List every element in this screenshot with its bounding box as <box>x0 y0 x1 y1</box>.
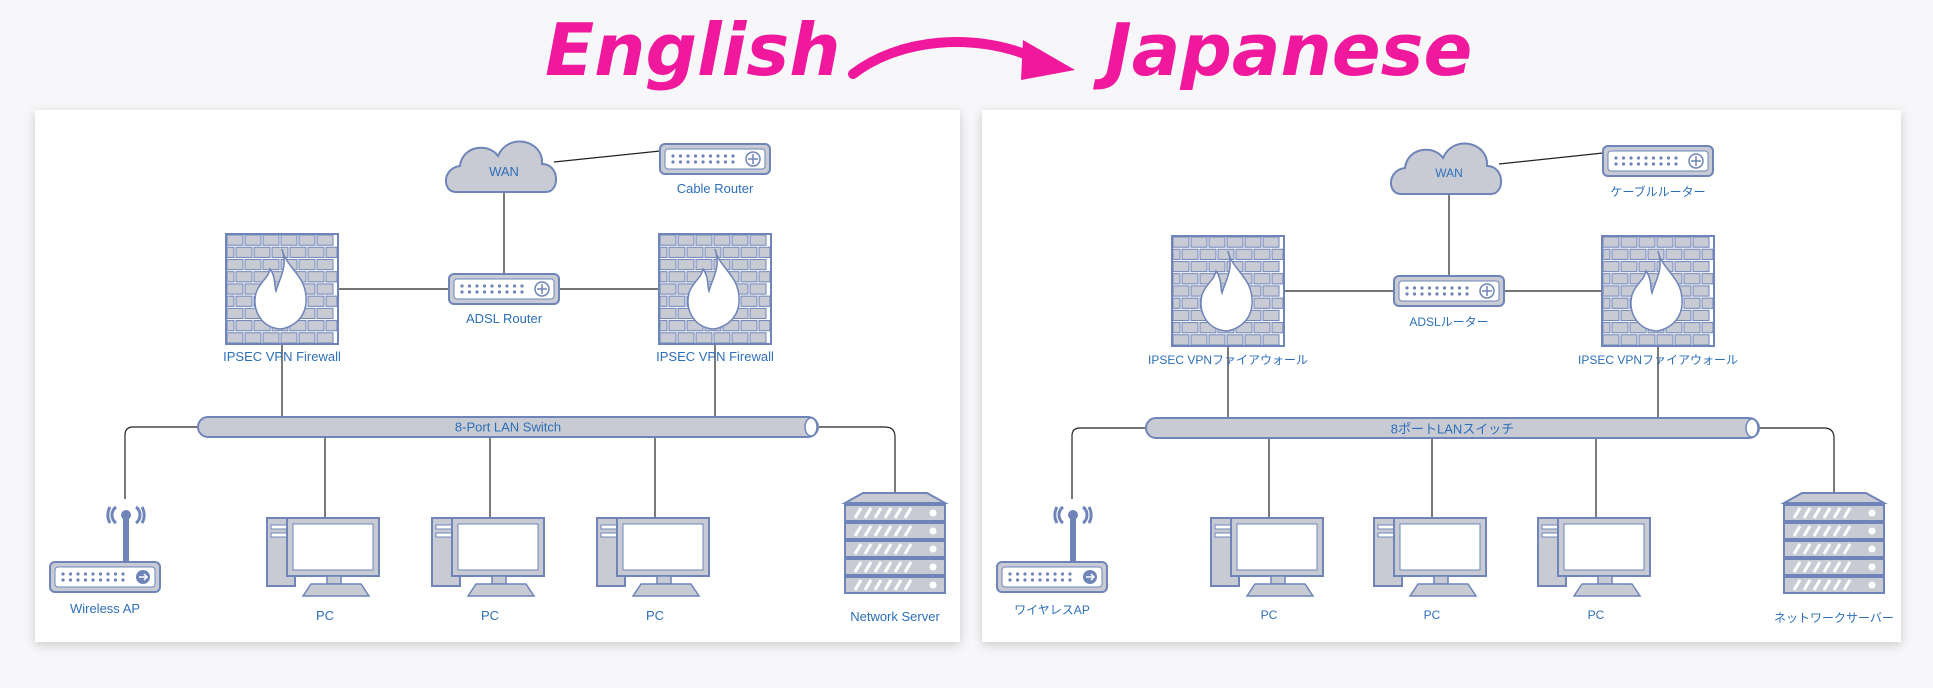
firewall-right-icon <box>1601 235 1715 347</box>
wireless-ap-label: Wireless AP <box>69 601 141 616</box>
firewall-right-label: IPSEC VPNファイアウォール <box>1577 353 1739 367</box>
pc-2-icon <box>1373 517 1487 597</box>
diagram-panel-english: WAN Cable Router ADSL Router IPSEC VPN F… <box>35 110 960 642</box>
cable-router-icon <box>659 143 771 175</box>
translation-arrow-icon <box>848 37 1075 80</box>
network-server-label: Network Server <box>850 609 940 624</box>
adsl-router-icon <box>448 273 560 305</box>
pc-1-label: PC <box>315 608 335 623</box>
pc-1-label: PC <box>1260 608 1278 622</box>
pc-3-label: PC <box>645 608 665 623</box>
target-language-heading: Japanese <box>1105 8 1473 92</box>
network-server-label: ネットワークサーバー <box>1774 611 1894 625</box>
diagram-panel-japanese: WAN ケーブルルーター ADSLルーター IPSEC VPNファイアウォール … <box>982 110 1901 642</box>
pc-3-icon <box>596 517 710 597</box>
pc-1-icon <box>1210 517 1324 597</box>
firewall-right-icon <box>658 233 772 345</box>
firewall-left-label: IPSEC VPNファイアウォール <box>1147 353 1309 367</box>
pc-3-icon <box>1537 517 1651 597</box>
cable-router-label: Cable Router <box>676 181 754 196</box>
firewall-left-label: IPSEC VPN Firewall <box>223 349 341 364</box>
adsl-router-label: ADSLルーター <box>1409 315 1489 329</box>
network-diagram-english <box>49 140 949 597</box>
pc-3-label: PC <box>1587 608 1605 622</box>
firewall-left-icon <box>225 233 339 345</box>
pc-2-label: PC <box>1423 608 1441 622</box>
firewall-right-label: IPSEC VPN Firewall <box>656 349 774 364</box>
adsl-router-label: ADSL Router <box>465 311 543 326</box>
cable-router-icon <box>1602 145 1714 177</box>
lan-switch-icon <box>197 416 819 438</box>
lan-switch-icon <box>1145 417 1760 439</box>
pc-2-icon <box>431 517 545 597</box>
network-server-icon <box>1780 492 1888 594</box>
wan-cloud-icon <box>445 140 557 193</box>
lan-switch-label: 8-Port LAN Switch <box>454 419 562 435</box>
pc-2-label: PC <box>480 608 500 623</box>
wan-cloud-icon <box>1390 142 1502 195</box>
cable-router-label: ケーブルルーター <box>1610 185 1706 199</box>
adsl-router-icon <box>1393 275 1505 307</box>
wireless-ap-icon <box>49 505 161 593</box>
network-server-icon <box>841 492 949 594</box>
pc-1-icon <box>266 517 380 597</box>
source-language-heading: English <box>545 8 841 92</box>
wireless-ap-icon <box>996 505 1108 593</box>
lan-switch-label: 8ポートLANスイッチ <box>1390 421 1515 437</box>
network-diagram-japanese <box>996 142 1888 597</box>
firewall-left-icon <box>1171 235 1285 347</box>
wan-label: WAN <box>1435 166 1463 180</box>
wireless-ap-label: ワイヤレスAP <box>1014 603 1090 617</box>
wan-label: WAN <box>489 164 519 179</box>
